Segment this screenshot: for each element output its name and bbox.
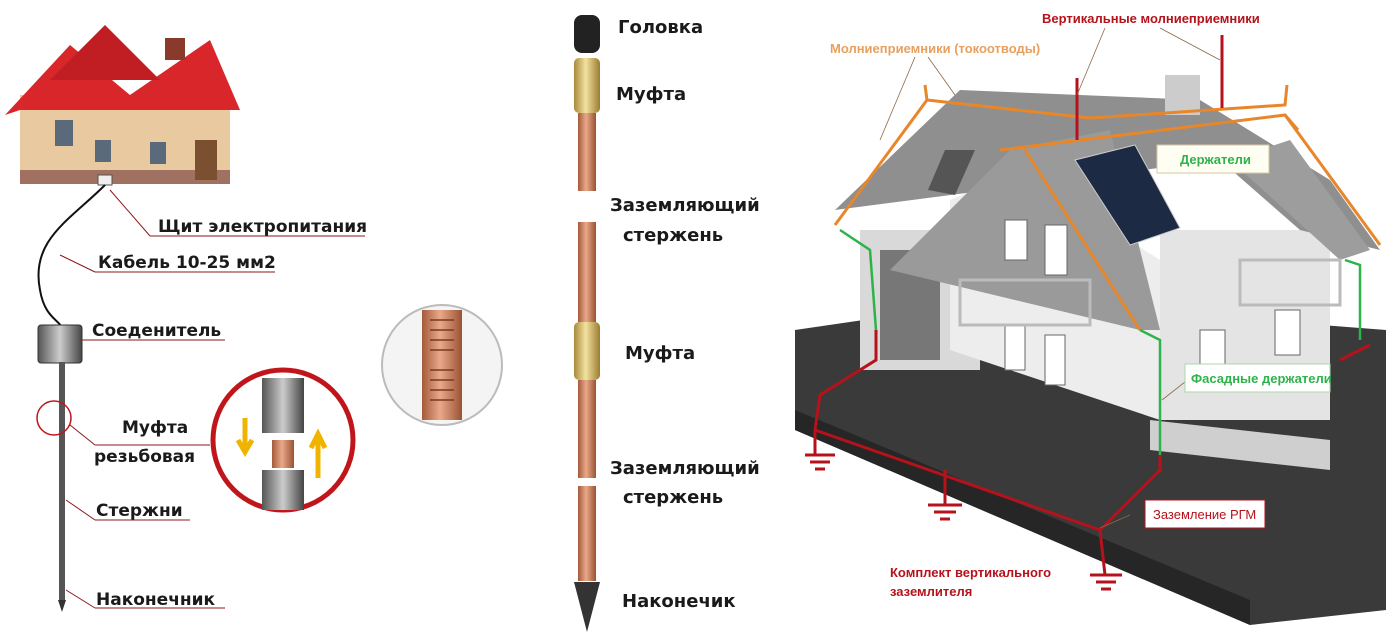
- label-holders: Держатели: [1180, 152, 1251, 167]
- label-facade-holders: Фасадные держатели: [1191, 371, 1332, 386]
- label-coupling-1: Муфта: [122, 418, 188, 438]
- label-rod-bottom-1: Заземляющий: [610, 458, 760, 479]
- ground-rod: [59, 362, 65, 602]
- rod-assembly: [574, 15, 600, 632]
- label-coupling-2: резьбовая: [94, 447, 195, 467]
- label-kit-2: заземлителя: [890, 584, 972, 599]
- label-grounding: Заземление РГМ: [1153, 507, 1256, 522]
- label-rods: Стержни: [96, 501, 183, 521]
- house-illustration: [5, 25, 240, 186]
- label-tip: Наконечник: [96, 590, 216, 610]
- grounding-lines: [805, 35, 1371, 591]
- label-cable: Кабель 10-25 мм2: [98, 253, 276, 273]
- leader-line: [109, 189, 151, 237]
- cable-line: [37, 184, 106, 331]
- label-kit-1: Комплект вертикального: [890, 565, 1051, 580]
- holders-label-box: [1156, 144, 1270, 174]
- label-coupling-mid: Муфта: [625, 343, 695, 364]
- label-tip-mid: Наконечик: [622, 591, 736, 612]
- coupling-detail-circle: [210, 367, 356, 513]
- label-rod-top-2: стержень: [623, 225, 723, 246]
- label-vertical-air-terminals: Вертикальные молниеприемники: [1042, 11, 1260, 26]
- coupling-highlight: [36, 400, 72, 436]
- label-rod-bottom-2: стержень: [623, 487, 723, 508]
- label-power-panel: Щит электропитания: [158, 217, 367, 237]
- label-coupling-top: Муфта: [616, 84, 686, 105]
- grounding-label-box: [1144, 499, 1266, 529]
- label-rod-top-1: Заземляющий: [610, 195, 760, 216]
- label-connector: Соеденитель: [92, 321, 221, 341]
- label-head: Головка: [618, 17, 703, 38]
- connector-clamp: [37, 324, 83, 364]
- leader-lines: [879, 27, 1221, 529]
- thread-detail-circle: [381, 304, 503, 426]
- label-air-terminals: Молниеприемники (токоотводы): [830, 41, 1040, 56]
- facade-label-box: [1184, 363, 1331, 393]
- facade-holder-lines: [839, 228, 1362, 455]
- air-terminal-lines: [833, 84, 1382, 331]
